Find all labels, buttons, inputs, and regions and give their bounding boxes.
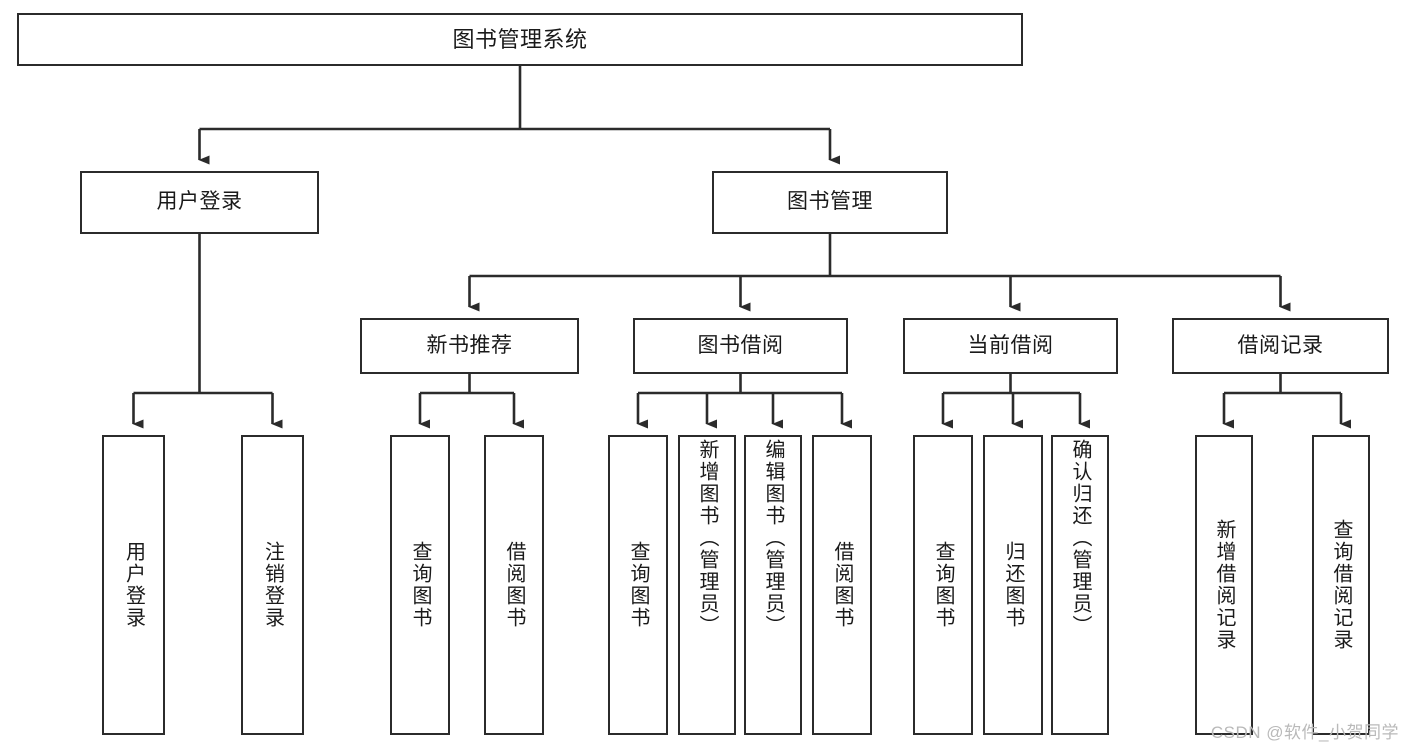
node-book-manage[interactable]: 图书管理 bbox=[712, 171, 948, 234]
node-label: 新增借阅记录 bbox=[1213, 519, 1235, 651]
node-leaf-confirm-return[interactable]: 确认归还（管理员） bbox=[1051, 435, 1109, 735]
node-book-borrow[interactable]: 图书借阅 bbox=[633, 318, 848, 374]
node-leaf-return-book[interactable]: 归还图书 bbox=[983, 435, 1043, 735]
node-borrow-record[interactable]: 借阅记录 bbox=[1172, 318, 1389, 374]
node-leaf-user-logout[interactable]: 注销登录 bbox=[241, 435, 304, 735]
node-label: 借阅图书 bbox=[503, 541, 525, 629]
node-new-book-rec[interactable]: 新书推荐 bbox=[360, 318, 579, 374]
node-label: 借阅图书 bbox=[831, 541, 853, 629]
node-root[interactable]: 图书管理系统 bbox=[17, 13, 1023, 66]
node-label: 查询图书 bbox=[409, 541, 431, 629]
node-label: 用户登录 bbox=[122, 541, 145, 629]
node-leaf-add-book[interactable]: 新增图书（管理员） bbox=[678, 435, 736, 735]
node-label: 确认归还（管理员） bbox=[1069, 439, 1091, 637]
node-current-borrow[interactable]: 当前借阅 bbox=[903, 318, 1118, 374]
node-label: 图书管理 bbox=[787, 190, 873, 214]
node-label: 查询借阅记录 bbox=[1330, 519, 1352, 651]
node-label: 当前借阅 bbox=[967, 333, 1054, 357]
node-leaf-edit-book[interactable]: 编辑图书（管理员） bbox=[744, 435, 802, 735]
node-label: 新书推荐 bbox=[426, 333, 513, 357]
node-leaf-user-login[interactable]: 用户登录 bbox=[102, 435, 165, 735]
node-leaf-add-record[interactable]: 新增借阅记录 bbox=[1195, 435, 1253, 735]
node-leaf-borrow-book-2[interactable]: 借阅图书 bbox=[812, 435, 872, 735]
node-label: 注销登录 bbox=[261, 541, 284, 629]
node-user-login[interactable]: 用户登录 bbox=[80, 171, 319, 234]
node-label: 图书管理系统 bbox=[452, 26, 588, 52]
node-label: 用户登录 bbox=[156, 190, 243, 214]
node-leaf-query-book-2[interactable]: 查询图书 bbox=[608, 435, 668, 735]
node-label: 编辑图书（管理员） bbox=[762, 439, 784, 637]
node-label: 归还图书 bbox=[1002, 541, 1024, 629]
node-leaf-query-book-3[interactable]: 查询图书 bbox=[913, 435, 973, 735]
watermark: CSDN @软件_小贺同学 bbox=[1210, 723, 1399, 742]
node-label: 查询图书 bbox=[932, 541, 954, 629]
node-leaf-query-record[interactable]: 查询借阅记录 bbox=[1312, 435, 1370, 735]
node-leaf-borrow-book-1[interactable]: 借阅图书 bbox=[484, 435, 544, 735]
node-leaf-query-book-1[interactable]: 查询图书 bbox=[390, 435, 450, 735]
node-label: 借阅记录 bbox=[1237, 333, 1324, 357]
node-label: 新增图书（管理员） bbox=[696, 439, 718, 637]
node-label: 查询图书 bbox=[627, 541, 649, 629]
node-label: 图书借阅 bbox=[697, 333, 784, 357]
